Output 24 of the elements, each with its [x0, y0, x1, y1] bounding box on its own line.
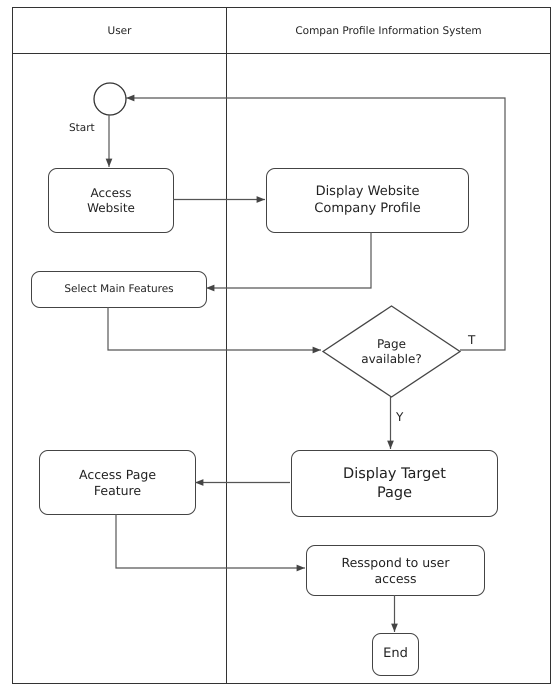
edge-label: T: [466, 333, 478, 347]
process-box: Display Website Company Profile: [266, 168, 469, 233]
arrow: [195, 479, 290, 486]
arrow: [206, 232, 372, 292]
arrow: [126, 94, 506, 351]
process-box: Display Target Page: [291, 450, 498, 517]
process-box: Access Page Feature: [39, 450, 196, 515]
process-box: Resspond to user access: [306, 545, 485, 596]
process-box: Access Website: [48, 168, 174, 233]
process-box: End: [372, 633, 419, 676]
process-box: Select Main Features: [31, 271, 207, 308]
node-caption: Start: [69, 122, 95, 134]
arrow: [115, 514, 305, 572]
edge-label: Y: [394, 410, 406, 424]
arrow: [106, 115, 112, 167]
lane-header: User: [13, 8, 226, 54]
node-text: Page available?: [360, 336, 423, 366]
swimlane: [226, 7, 551, 684]
arrow: [391, 595, 398, 632]
swimlane: [12, 7, 227, 684]
arrow: [387, 397, 394, 449]
arrow: [107, 307, 321, 354]
lane-header: Compan Profile Information System: [227, 8, 550, 54]
arrow: [173, 196, 265, 203]
